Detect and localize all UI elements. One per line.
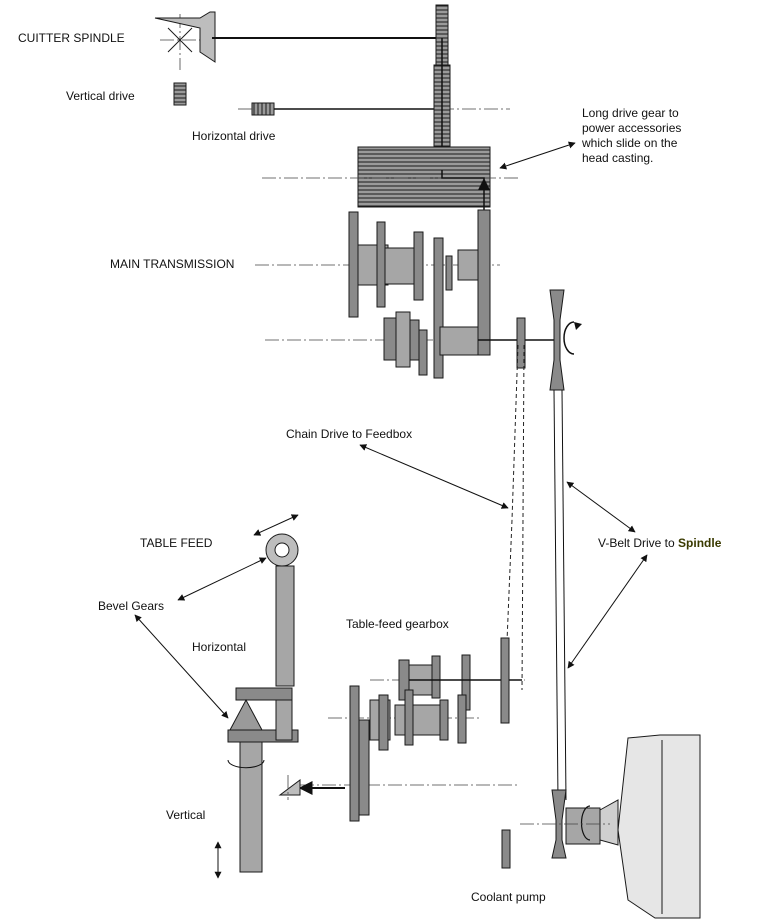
label-vbelt-prefix: V-Belt Drive to: [598, 536, 678, 550]
drive-direction-arrowhead: [478, 178, 490, 190]
label-bevel-gears: Bevel Gears: [98, 599, 164, 613]
label-horizontal-drive: Horizontal drive: [192, 129, 276, 143]
label-table-feed: TABLE FEED: [140, 536, 213, 550]
label-long-drive-gear-line-1: Long drive gear to: [582, 106, 679, 120]
feed-chain-lower-sprocket: [500, 637, 510, 724]
label-long-drive-gear-line-3: which slide on the: [581, 136, 678, 150]
label-horizontal: Horizontal: [192, 640, 246, 654]
table-feed-column: [227, 533, 299, 873]
chain-drive-callout: [359, 444, 509, 509]
vbelt-callout-lower: [567, 554, 648, 669]
coolant-pump-sprocket: [501, 829, 511, 869]
cutter-spindle-bevel-gear: [154, 11, 216, 70]
table-feed-gearbox: [300, 654, 525, 822]
bevel-gears-callout: [134, 614, 229, 719]
feed-chain-upper-sprocket: [516, 317, 526, 369]
vertical-drive-gear: [173, 82, 187, 106]
label-main-transmission: MAIN TRANSMISSION: [110, 257, 234, 271]
label-long-drive-gear: Long drive gear to power accessories whi…: [581, 106, 685, 165]
label-chain-drive: Chain Drive to Feedbox: [286, 427, 412, 441]
long-drive-gear-shaft: [433, 4, 451, 170]
small-bevel-gear: [278, 775, 301, 800]
label-vertical: Vertical: [166, 808, 205, 822]
label-long-drive-gear-line-2: power accessories: [582, 121, 681, 135]
label-coolant-pump: Coolant pump: [471, 890, 546, 904]
main-transmission: [255, 209, 560, 379]
label-vbelt-drive: V-Belt Drive to Spindle: [598, 536, 722, 550]
horizontal-drive-gear: [238, 102, 275, 116]
table-feed-callout: [177, 557, 267, 601]
label-long-drive-gear-line-4: head casting.: [582, 151, 653, 165]
label-cutter-spindle: CUITTER SPINDLE: [18, 31, 125, 45]
vbelt: [553, 389, 567, 801]
long-drive-gear-callout: [499, 141, 576, 170]
label-vbelt-spindle: Spindle: [678, 536, 722, 550]
vbelt-callout-upper: [566, 481, 636, 533]
label-vertical-drive: Vertical drive: [66, 89, 135, 103]
long-drive-gear: [357, 146, 491, 208]
vbelt-upper-pulley: [549, 289, 582, 391]
motor: [520, 734, 701, 919]
label-table-feed-gearbox: Table-feed gearbox: [346, 617, 449, 631]
